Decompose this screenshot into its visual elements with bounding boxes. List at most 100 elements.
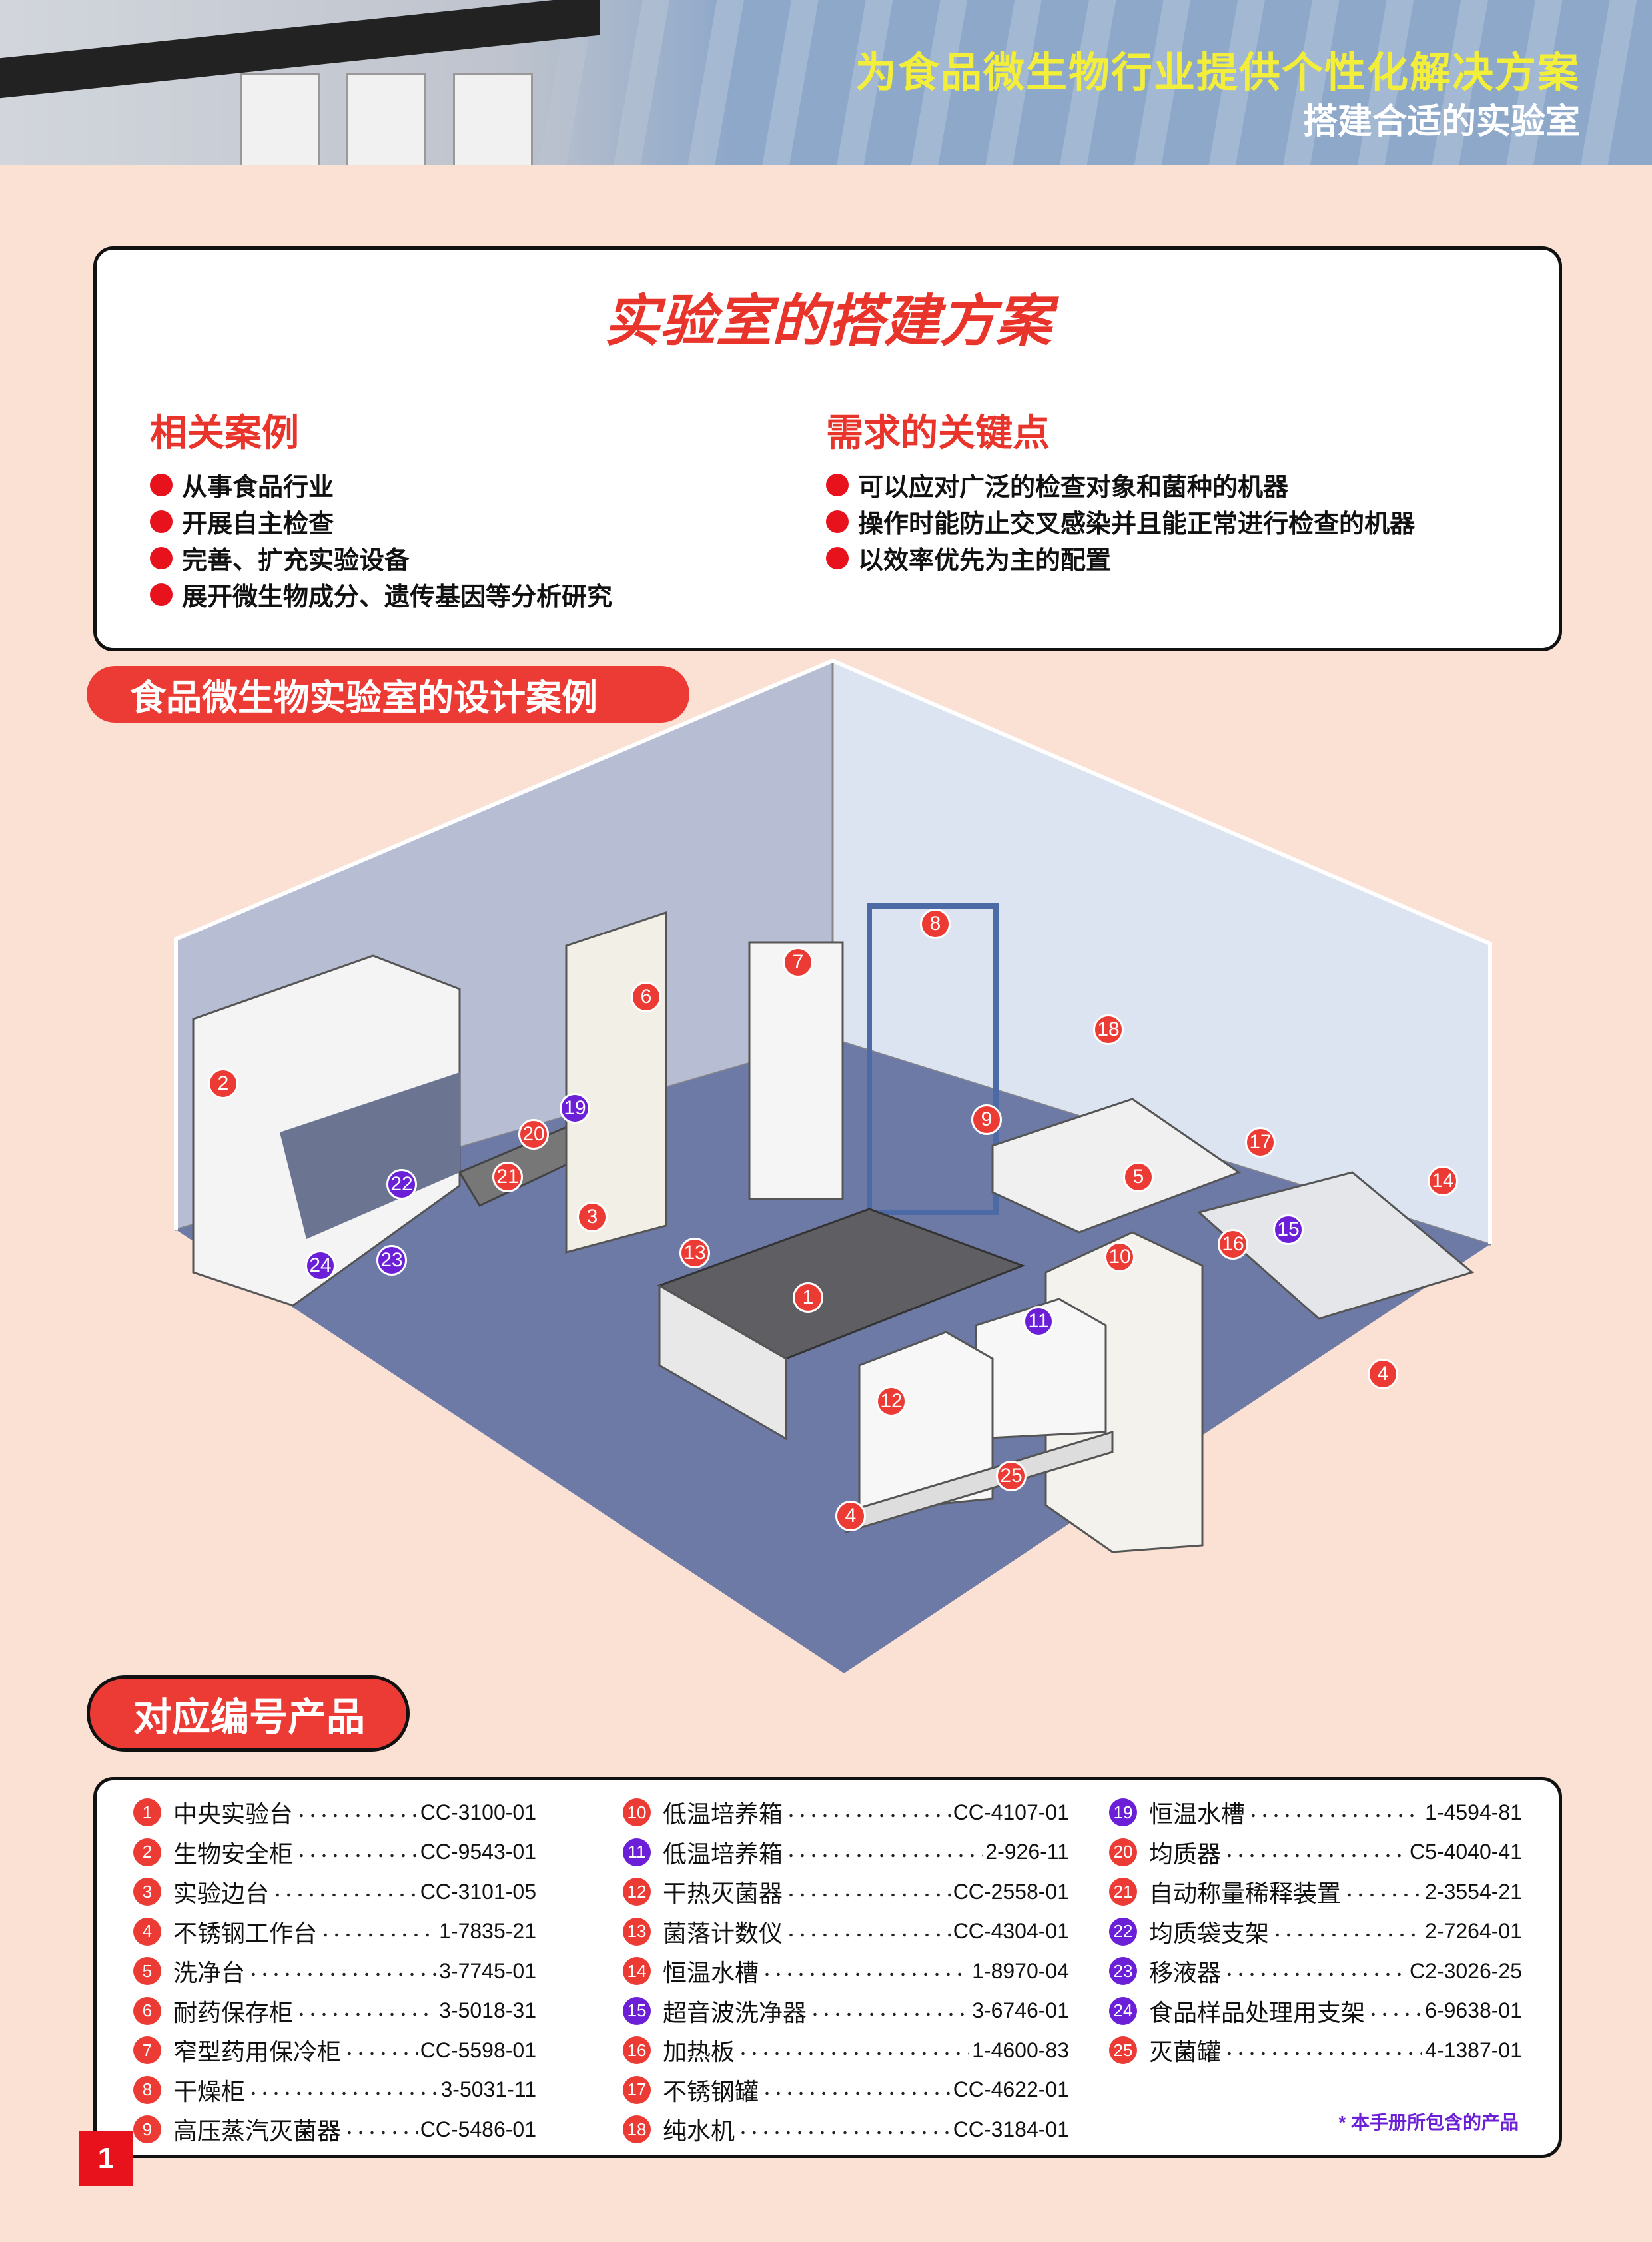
product-code: 1-4600-83 (972, 2038, 1069, 2062)
plan-card: 实验室的搭建方案 相关案例 从事食品行业 开展自主检查 完善、扩充实验设备 展开… (93, 246, 1562, 651)
dotted-leader (296, 1853, 418, 1858)
product-code: 3-5031-11 (440, 2077, 536, 2101)
list-item: 开展自主检查 (150, 503, 612, 540)
marker-15: 15 (1273, 1214, 1304, 1245)
products-note: * 本手册所包含的产品 (1338, 2112, 1519, 2133)
dotted-leader (785, 1814, 951, 1818)
product-code: CC-4622-01 (953, 2077, 1069, 2101)
product-row: 20 均质器 C5-4040-41 (1109, 1834, 1522, 1871)
list-item: 完善、扩充实验设备 (150, 540, 612, 576)
dotted-leader (761, 1972, 970, 1976)
product-row: 25 灭菌罐 4-1387-01 (1109, 2032, 1522, 2069)
product-name: 恒温水槽 (663, 1959, 759, 1986)
stainless-bench (1196, 1171, 1475, 1320)
number-badge: 19 (1109, 1798, 1137, 1826)
number-badge: 16 (623, 2036, 651, 2064)
product-name: 菌落计数仪 (663, 1919, 783, 1947)
product-name: 干燥柜 (173, 2077, 246, 2105)
marker-6: 6 (631, 982, 661, 1012)
dotted-leader (320, 1932, 437, 1937)
number-badge: 3 (133, 1878, 161, 1906)
cases-heading: 相关案例 (150, 412, 299, 454)
marker-18: 18 (1093, 1014, 1124, 1045)
number-badge: 15 (623, 1996, 651, 2025)
product-code: 4-1387-01 (1425, 2038, 1522, 2062)
marker-9: 9 (971, 1104, 1002, 1135)
product-name: 耐药保存柜 (173, 1998, 294, 2026)
marker-1: 1 (793, 1282, 823, 1313)
product-code: CC-3101-05 (420, 1879, 536, 1904)
dotted-leader (1224, 1972, 1407, 1976)
product-name: 高压蒸汽灭菌器 (173, 2117, 342, 2145)
dotted-leader (344, 2131, 418, 2135)
product-name: 均质袋支架 (1149, 1919, 1270, 1947)
marker-25: 25 (996, 1461, 1027, 1491)
item-text: 操作时能防止交叉感染并且能正常进行检查的机器 (858, 510, 1416, 538)
cabinet-image (453, 73, 533, 165)
header-subtitle: 搭建合适的实验室 (1302, 103, 1580, 141)
marker-12: 12 (876, 1386, 907, 1417)
number-badge: 2 (133, 1838, 161, 1866)
list-item: 从事食品行业 (150, 466, 612, 503)
item-text: 以效率优先为主的配置 (858, 547, 1112, 575)
product-row: 8 干燥柜 3-5031-11 (133, 2071, 536, 2109)
product-name: 恒温水槽 (1149, 1800, 1246, 1828)
product-code: 1-8970-04 (972, 1958, 1069, 1983)
dotted-leader (248, 2091, 438, 2095)
number-badge: 8 (133, 2075, 161, 2104)
page-number: 1 (79, 2131, 133, 2186)
marker-5: 5 (1123, 1162, 1154, 1192)
number-badge: 1 (133, 1798, 161, 1826)
product-code: CC-4107-01 (953, 1800, 1069, 1824)
item-text: 从事食品行业 (182, 474, 334, 502)
number-badge: 23 (1109, 1957, 1137, 1985)
list-item: 以效率优先为主的配置 (826, 540, 1415, 576)
product-name: 纯水机 (663, 2117, 735, 2145)
number-badge: 12 (623, 1878, 651, 1906)
lab-illustration (174, 658, 1492, 1673)
number-badge: 4 (133, 1917, 161, 1946)
dotted-leader (737, 2052, 970, 2055)
marker-8: 8 (920, 909, 951, 939)
number-badge: 25 (1109, 2036, 1137, 2064)
product-name: 不锈钢罐 (663, 2077, 759, 2105)
number-badge: 24 (1109, 1996, 1137, 2025)
number-badge: 11 (623, 1838, 651, 1866)
number-badge: 21 (1109, 1878, 1137, 1906)
product-code: 3-5018-31 (439, 1998, 536, 2022)
marker-4: 4 (835, 1501, 866, 1531)
product-code: C5-4040-41 (1410, 1840, 1522, 1864)
product-name: 低温培养箱 (663, 1800, 783, 1828)
product-name: 灭菌罐 (1149, 2038, 1222, 2065)
product-name: 均质器 (1149, 1840, 1222, 1868)
bullet-icon (826, 510, 849, 533)
biosafety-cabinet (192, 954, 461, 1307)
product-code: CC-3100-01 (420, 1800, 536, 1824)
number-badge: 5 (133, 1957, 161, 1985)
dotted-leader (1248, 1814, 1423, 1818)
product-name: 移液器 (1149, 1959, 1222, 1986)
list-item: 展开微生物成分、遗传基因等分析研究 (150, 576, 612, 613)
list-item: 操作时能防止交叉感染并且能正常进行检查的机器 (826, 503, 1415, 540)
marker-23: 23 (376, 1245, 407, 1276)
bullet-icon (150, 583, 173, 606)
bullet-icon (826, 546, 849, 569)
item-text: 可以应对广泛的检查对象和菌种的机器 (858, 474, 1289, 502)
product-code: 2-7264-01 (1425, 1919, 1522, 1943)
dotted-leader (272, 1893, 418, 1897)
number-badge: 20 (1109, 1838, 1137, 1866)
number-badge: 22 (1109, 1917, 1137, 1946)
marker-19: 19 (560, 1093, 590, 1124)
marker-20: 20 (518, 1119, 549, 1150)
number-badge: 13 (623, 1917, 651, 1946)
